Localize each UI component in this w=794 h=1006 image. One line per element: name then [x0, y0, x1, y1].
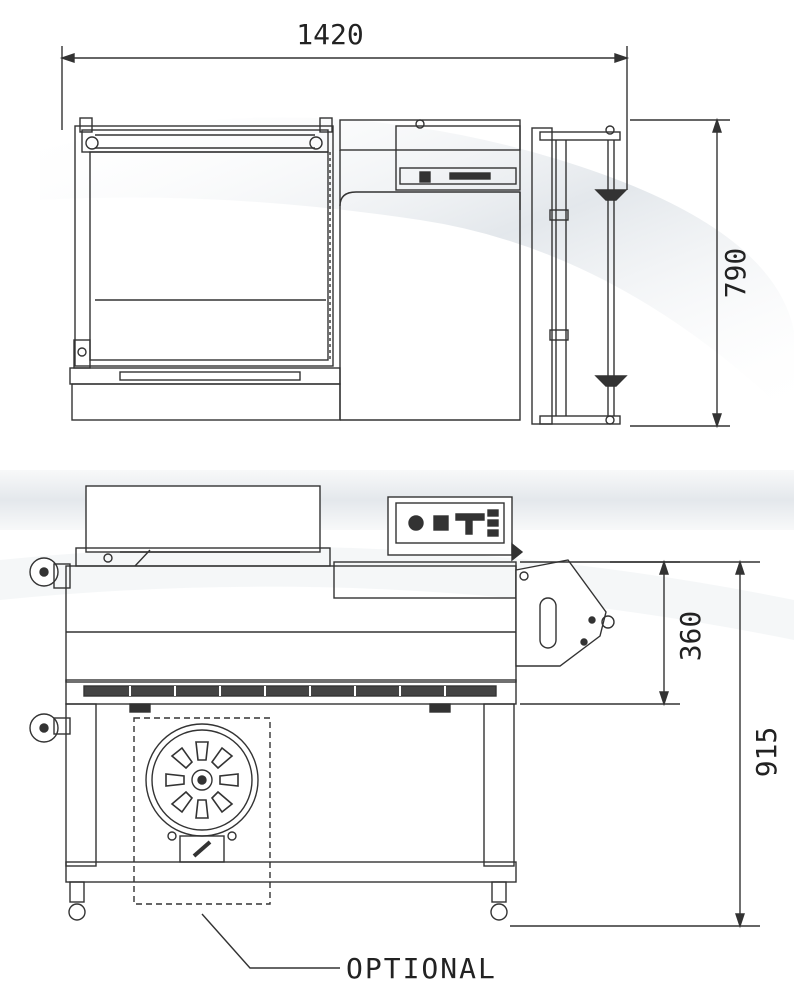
- sealing-frame: [73, 117, 334, 369]
- control-panel-top: [339, 119, 521, 210]
- width-dimension-label: 1420: [296, 18, 363, 51]
- film-dispenser-front: [515, 559, 615, 667]
- optional-leader-line: [201, 913, 340, 969]
- front-view: [29, 485, 760, 969]
- control-panel-front: [387, 496, 524, 562]
- depth-dimension-label: 790: [719, 248, 752, 299]
- top-view: [59, 46, 730, 429]
- total-height-dimension-label: 915: [750, 727, 783, 778]
- machine-frame-legs: [65, 703, 517, 921]
- depth-dimension-line: [630, 117, 730, 429]
- machine-body-front: [65, 561, 517, 713]
- film-rack-top: [531, 125, 628, 425]
- width-dimension-line: [59, 46, 630, 190]
- table-height-dimension-label: 360: [674, 611, 707, 662]
- optional-callout-label: OPTIONAL: [346, 952, 497, 985]
- optional-fan-unit: [133, 717, 271, 905]
- sealing-hood: [75, 485, 331, 567]
- total-height-dimension-line: [510, 559, 760, 929]
- film-roll-holder: [29, 557, 71, 743]
- machine-base-top: [69, 150, 521, 421]
